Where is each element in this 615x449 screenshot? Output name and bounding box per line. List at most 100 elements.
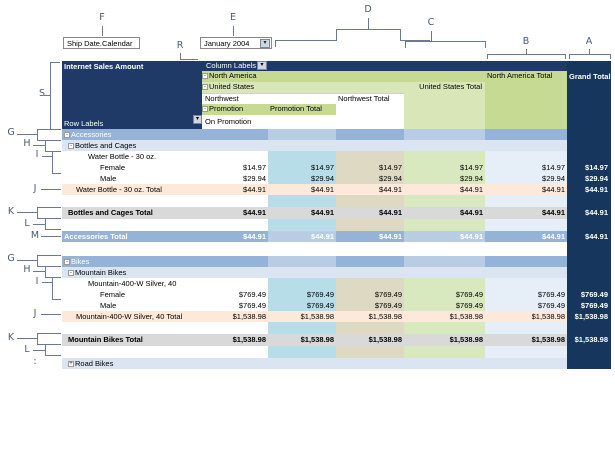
promotion-header[interactable]: -Promotion — [202, 104, 268, 115]
callout-d: D — [364, 4, 372, 15]
promotion-total-header: Promotion Total — [268, 104, 336, 115]
value-cell: $769.49 — [485, 289, 567, 300]
value-cell: $769.49 — [404, 289, 485, 300]
value-cell — [404, 267, 485, 278]
united-states-header[interactable]: -United States — [202, 82, 404, 93]
value-cell — [336, 151, 404, 162]
row-label-text: Male — [100, 174, 117, 183]
value-cell — [485, 358, 567, 369]
grand-total-cell — [567, 129, 611, 140]
filter-dropdown-icon[interactable]: ▾ — [260, 39, 270, 48]
row-label: Water Bottle - 30 oz. Total — [62, 184, 202, 195]
value-cell: $44.91 — [404, 207, 485, 219]
collapse-icon[interactable]: - — [68, 143, 74, 150]
column-filter-icon[interactable]: ▾ — [257, 61, 267, 70]
value-cell — [268, 267, 336, 278]
value-cell: $44.91 — [404, 184, 485, 195]
row-label: Male — [62, 173, 202, 184]
callout-s: S — [38, 88, 46, 99]
row-label-text: Road Bikes — [75, 359, 114, 368]
table-row: Male$29.94$29.94$29.94$29.94$29.94 — [62, 173, 567, 184]
row-filter-icon[interactable]: ▾ — [193, 115, 202, 124]
row-label-text: Female — [100, 290, 126, 299]
value-cell: $44.91 — [404, 231, 485, 242]
row-label: Mountain-400-W Silver, 40 Total — [62, 311, 202, 322]
value-cell — [202, 278, 268, 289]
value-cell — [268, 256, 336, 267]
callout-colon: : — [33, 356, 37, 367]
value-cell — [404, 346, 485, 358]
callout-j2: J — [33, 308, 37, 319]
grand-total-cell — [567, 140, 611, 151]
value-cell — [336, 346, 404, 358]
year-filter-dropdown[interactable]: January 2004 ▾ — [200, 37, 272, 49]
measure-label: Internet Sales Amount — [64, 62, 144, 71]
row-label-text: Male — [100, 301, 117, 310]
value-cell — [404, 151, 485, 162]
grand-total-cell: $1,538.98 — [567, 311, 611, 322]
table-row: Mountain-400-W Silver, 40 Total$1,538.98… — [62, 311, 567, 322]
collapse-icon[interactable]: - — [202, 84, 208, 91]
value-cell — [202, 267, 268, 278]
table-row: Female$769.49$769.49$769.49$769.49$769.4… — [62, 289, 567, 300]
callout-k: K — [7, 206, 15, 217]
collapse-icon[interactable]: - — [202, 106, 208, 113]
grand-total-cell — [567, 219, 611, 231]
row-label — [62, 322, 202, 334]
table-row: -Mountain Bikes — [62, 267, 567, 278]
grand-total-cell — [567, 358, 611, 369]
callout-r: R — [176, 40, 184, 51]
collapse-icon[interactable]: - — [68, 270, 74, 277]
grand-total-cell: $44.91 — [567, 207, 611, 219]
column-labels-bar — [202, 61, 567, 71]
value-cell: $14.97 — [485, 162, 567, 173]
value-cell — [202, 195, 268, 207]
value-cell: $29.94 — [202, 173, 268, 184]
row-label: Water Bottle - 30 oz. — [62, 151, 202, 162]
expand-icon[interactable]: + — [68, 361, 74, 368]
table-row: Water Bottle - 30 oz. — [62, 151, 567, 162]
callout-e: E — [229, 12, 236, 23]
value-cell: $29.94 — [485, 173, 567, 184]
north-america-header[interactable]: -North America — [202, 71, 485, 82]
row-label: Mountain Bikes Total — [62, 334, 202, 346]
value-cell: $44.91 — [268, 207, 336, 219]
row-label[interactable]: -Bikes — [62, 256, 202, 267]
spacer-row — [62, 242, 567, 256]
value-cell: $14.97 — [336, 162, 404, 173]
value-cell: $44.91 — [336, 184, 404, 195]
collapse-icon[interactable]: - — [64, 259, 70, 266]
row-label[interactable]: -Accessories — [62, 129, 202, 140]
spacer-row — [62, 219, 567, 231]
value-cell: $769.49 — [336, 300, 404, 311]
callout-h: H — [23, 138, 31, 149]
value-cell — [485, 195, 567, 207]
value-cell: $44.91 — [202, 184, 268, 195]
value-cell: $769.49 — [202, 300, 268, 311]
value-cell — [336, 267, 404, 278]
ship-date-filter[interactable]: Ship Date.Calendar — [63, 37, 140, 49]
value-cell — [336, 140, 404, 151]
value-cell — [268, 129, 336, 140]
table-row: +Road Bikes — [62, 358, 567, 369]
value-cell: $769.49 — [336, 289, 404, 300]
value-cell — [202, 151, 268, 162]
row-label[interactable]: +Road Bikes — [62, 358, 202, 369]
value-cell — [404, 219, 485, 231]
grand-total-cell: $44.91 — [567, 231, 611, 242]
row-label[interactable]: -Mountain Bikes — [62, 267, 202, 278]
value-cell — [336, 358, 404, 369]
grand-total-cell — [567, 322, 611, 334]
value-cell: $769.49 — [404, 300, 485, 311]
grand-total-cell — [567, 195, 611, 207]
row-label-text: Mountain-400-W Silver, 40 Total — [76, 312, 183, 321]
value-cell — [268, 140, 336, 151]
callout-a: A — [585, 36, 593, 47]
value-cell: $769.49 — [485, 300, 567, 311]
row-label: Female — [62, 162, 202, 173]
row-label[interactable]: -Bottles and Cages — [62, 140, 202, 151]
year-filter-value: January 2004 — [204, 39, 250, 48]
collapse-icon[interactable]: - — [64, 132, 70, 139]
collapse-icon[interactable]: - — [202, 73, 208, 80]
value-cell: $1,538.98 — [268, 334, 336, 346]
